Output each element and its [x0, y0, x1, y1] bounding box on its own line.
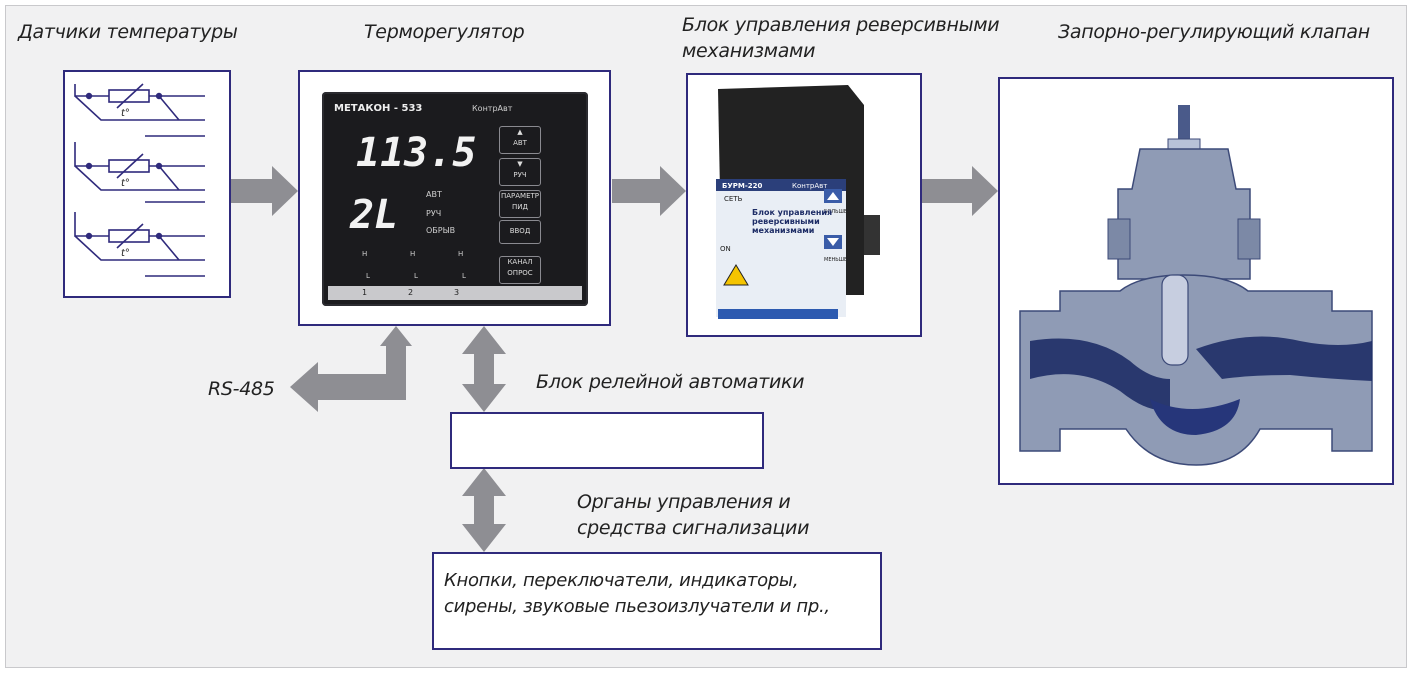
up-button[interactable]: ▲АВТ	[499, 126, 541, 154]
enter-button[interactable]: ВВОД	[499, 220, 541, 244]
sensors-box: t° t° t°	[63, 70, 231, 298]
mode-manual-label: РУЧ	[426, 209, 441, 218]
channel-label-2: 2	[408, 288, 413, 297]
burm-maker: КонтрАвт	[792, 182, 827, 190]
param-button-label: ПАРАМЕТР	[501, 192, 539, 200]
alarm-high-1: H	[362, 250, 367, 258]
enter-button-label: ВВОД	[510, 227, 531, 235]
burm-side-mount	[864, 215, 880, 255]
valve-bolt-left	[1108, 219, 1130, 259]
down-button[interactable]: ▼РУЧ	[499, 158, 541, 186]
channel-label-3: 3	[454, 288, 459, 297]
mode-auto-label: АВТ	[426, 190, 442, 199]
burm-on: ON	[720, 245, 731, 253]
burm-terminal-block	[718, 309, 838, 319]
burm-device-drawing: БУРМ-220 КонтрАвт СЕТЬ БОЛЬШЕ МЕНЬШЕ ON …	[688, 75, 920, 335]
arrow-controller-relay	[462, 326, 506, 412]
metakon-device: МЕТАКОН - 533 КонтрАвт 113.5 2L АВТ РУЧ …	[322, 92, 588, 306]
channel-strip: 1 2 3	[328, 286, 582, 300]
sensor-2	[75, 142, 205, 202]
display-bottom-value: 2L	[350, 192, 398, 238]
metakon-maker: КонтрАвт	[472, 104, 512, 113]
alarm-low-3: L	[462, 272, 466, 280]
channel-button-sub: ОПРОС	[507, 269, 532, 277]
burm-title-line-1: Блок управления	[752, 208, 832, 217]
burm-model: БУРМ-220	[722, 182, 762, 190]
param-button-sub: ПИД	[512, 203, 528, 211]
burm-title-line-2: реверсивными	[752, 217, 820, 226]
controls-box: Кнопки, переключатели, индикаторы, сирен…	[432, 552, 882, 650]
valve-plug	[1162, 275, 1188, 365]
burm-less: МЕНЬШЕ	[824, 257, 847, 263]
valve-box	[998, 77, 1394, 485]
arrow-burm-to-valve	[922, 166, 998, 216]
valve-drawing	[1000, 79, 1392, 483]
alarm-low-2: L	[414, 272, 418, 280]
sensor-schematics: t° t° t°	[65, 72, 229, 296]
up-button-sub: АВТ	[513, 139, 527, 147]
alarm-high-2: H	[410, 250, 415, 258]
burm-box: БУРМ-220 КонтрАвт СЕТЬ БОЛЬШЕ МЕНЬШЕ ON …	[686, 73, 922, 337]
controller-box: МЕТАКОН - 533 КонтрАвт 113.5 2L АВТ РУЧ …	[298, 70, 611, 326]
metakon-brand: МЕТАКОН - 533	[334, 103, 422, 114]
arrow-relay-controls	[462, 468, 506, 552]
burm-net: СЕТЬ	[724, 195, 743, 203]
display-top-value: 113.5	[356, 130, 476, 176]
sensor-1-label: t°	[121, 108, 130, 119]
channel-label-1: 1	[362, 288, 367, 297]
valve-bonnet	[1118, 149, 1250, 279]
arrow-sensors-to-controller	[230, 166, 298, 216]
sensor-1	[75, 84, 205, 136]
param-button[interactable]: ПАРАМЕТР ПИД	[499, 190, 541, 218]
sensor-3-label: t°	[121, 248, 130, 259]
relay-block-box	[450, 412, 764, 469]
burm-title-line-3: механизмами	[752, 226, 814, 235]
arrow-rs485	[290, 326, 412, 412]
alarm-high-3: H	[458, 250, 463, 258]
down-button-sub: РУЧ	[513, 171, 526, 179]
alarm-low-1: L	[366, 272, 370, 280]
sensor-3	[75, 212, 205, 276]
controls-box-text: Кнопки, переключатели, индикаторы, сирен…	[444, 568, 830, 620]
sensor-2-label: t°	[121, 178, 130, 189]
arrow-controller-to-burm	[612, 166, 686, 216]
valve-bolt-right	[1238, 219, 1260, 259]
channel-button[interactable]: КАНАЛ ОПРОС	[499, 256, 541, 284]
mode-break-label: ОБРЫВ	[426, 226, 455, 235]
channel-button-label: КАНАЛ	[507, 258, 532, 266]
